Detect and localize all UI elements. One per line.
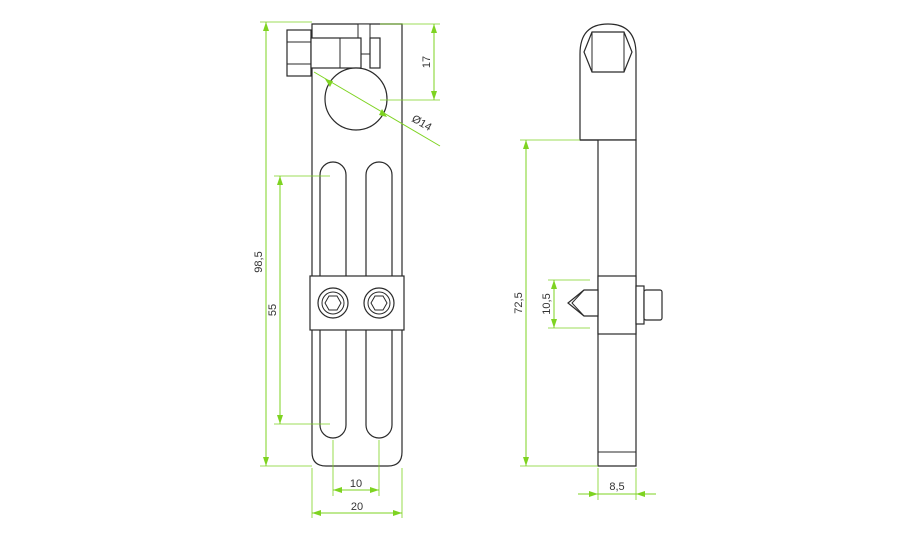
socket-screw-left bbox=[317, 287, 349, 319]
dimension-slot-spacing: 10 bbox=[332, 440, 380, 496]
dim-text-slot-spacing: 10 bbox=[350, 478, 362, 490]
clamp-bolt-shank bbox=[310, 37, 362, 69]
dim-text-thickness: 8,5 bbox=[609, 481, 624, 493]
bore-circle bbox=[324, 67, 388, 131]
socket-screw-right bbox=[363, 287, 395, 319]
dimension-overall-height: 98,5 bbox=[253, 21, 312, 467]
dimension-clamp-height: 17 bbox=[380, 23, 440, 101]
dimension-thickness: 8,5 bbox=[578, 468, 656, 500]
front-view bbox=[286, 23, 405, 467]
dimension-overall-width: 20 bbox=[311, 468, 403, 518]
dim-text-mount-height: 10,5 bbox=[541, 293, 553, 314]
side-slider-block bbox=[597, 275, 637, 335]
dimension-lower-height: 72,5 bbox=[513, 139, 598, 467]
dim-text-lower-height: 72,5 bbox=[513, 292, 525, 313]
side-screw-washer bbox=[635, 285, 645, 325]
side-view bbox=[567, 23, 663, 467]
dim-text-overall-width: 20 bbox=[351, 501, 363, 513]
dim-text-overall-height: 98,5 bbox=[253, 251, 265, 272]
dim-text-clamp-height: 17 bbox=[421, 56, 433, 68]
dimension-mount-height: 10,5 bbox=[541, 279, 590, 329]
dimension-slot-length: 55 bbox=[267, 175, 330, 425]
clamp-bolt-head bbox=[286, 29, 312, 77]
side-screw-head bbox=[643, 289, 663, 321]
dim-text-slot-length: 55 bbox=[267, 304, 279, 316]
side-mount-nut bbox=[567, 289, 599, 317]
side-hex-nut bbox=[583, 31, 633, 73]
clamp-bolt-tip bbox=[369, 37, 381, 69]
